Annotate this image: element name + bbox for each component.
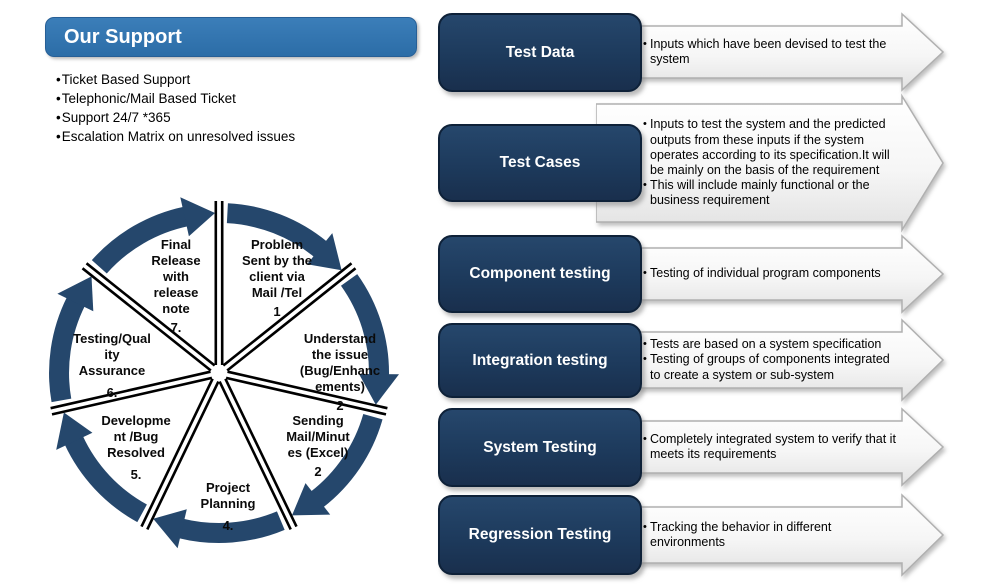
cycle-arrowhead-icon: [359, 374, 399, 405]
stage-box-label: Test Data: [505, 43, 575, 61]
arrow-text-integration-testing: Tests are based on a system specificatio…: [643, 332, 899, 388]
cycle-arc: [310, 413, 383, 508]
cycle-segment-label: Sending Mail/Minut es (Excel): [286, 413, 350, 460]
cycle-arrowhead-icon: [180, 197, 215, 237]
arrow-text-system-testing: Completely integrated system to verify t…: [643, 421, 899, 473]
cycle-segment-number: 2: [314, 464, 322, 479]
arrow-bullet: Testing of groups of components integrat…: [643, 352, 899, 382]
arrow-bullet: Completely integrated system to verify t…: [643, 432, 899, 462]
arrow-text-test-data: Inputs which have been devised to test t…: [643, 26, 899, 78]
cycle-segment-label: Problem Sent by the client via Mail /Tel: [241, 237, 313, 300]
cycle-segment-problem-sent: Problem Sent by the client via Mail /Tel…: [224, 237, 330, 319]
cycle-spoke-line: [140, 378, 214, 528]
cycle-spoke-line: [51, 376, 213, 416]
cycle-arc: [91, 206, 189, 274]
cycle-segment-label: Testing/Qual ity Assurance: [73, 331, 151, 378]
stage-box-system-testing: System Testing: [438, 408, 642, 487]
arrow-bullet: This will include mainly functional or t…: [643, 178, 899, 208]
cycle-arrowhead-icon: [56, 412, 93, 450]
cycle-segment-number: 1: [273, 304, 281, 319]
cycle-spoke-line: [226, 267, 357, 372]
arrow-bullet: Testing of individual program components: [643, 266, 899, 281]
cycle-arc: [178, 511, 285, 543]
support-bullet: Ticket Based Support: [56, 70, 416, 89]
cycle-segment-project-planning: Project Planning 4.: [176, 480, 280, 533]
stage-box-label: Component testing: [469, 265, 611, 282]
cycle-segment-understand-issue: Understand the issue (Bug/Enhanc ements)…: [278, 331, 402, 413]
stage-box-regression-testing: Regression Testing: [438, 495, 642, 575]
cycle-segment-development: Developme nt /Bug Resolved 5.: [80, 413, 192, 482]
cycle-arc: [64, 435, 148, 523]
cycle-spoke-line: [50, 370, 211, 410]
cycle-segment-number: 5.: [130, 467, 142, 482]
cycle-arrowhead-icon: [153, 509, 187, 549]
stage-box-label: Regression Testing: [468, 526, 612, 543]
cycle-diagram: [49, 197, 399, 549]
cycle-segment-testing-quality: Testing/Qual ity Assurance 6.: [52, 331, 172, 400]
support-bullet-list: Ticket Based Support Telephonic/Mail Bas…: [56, 70, 416, 146]
support-bullet: Support 24/7 *365: [56, 108, 416, 127]
cycle-arc: [49, 296, 86, 403]
cycle-arrowhead-icon: [57, 276, 94, 312]
arrow-bullet: Tests are based on a system specificatio…: [643, 337, 899, 352]
cycle-spoke-line: [218, 381, 292, 530]
cycle-arc: [226, 203, 328, 258]
arrow-text-test-cases: Inputs to test the system and the predic…: [643, 104, 899, 222]
cycle-segment-sending-mail: Sending Mail/Minut es (Excel) 2: [262, 413, 374, 479]
cycle-segment-label: Understand the issue (Bug/Enhanc ements): [299, 331, 381, 394]
arrow-bullet: Inputs to test the system and the predic…: [643, 117, 899, 178]
cycle-spoke-line: [81, 267, 212, 372]
cycle-spoke-line: [224, 378, 298, 528]
cycle-arrowhead-icon: [292, 483, 331, 516]
support-bullet: Telephonic/Mail Based Ticket: [56, 89, 416, 108]
stage-box-test-cases: Test Cases: [438, 124, 642, 202]
support-bullet: Escalation Matrix on unresolved issues: [56, 127, 416, 146]
cycle-arrowhead-icon: [307, 233, 342, 271]
cycle-spoke-line: [227, 370, 388, 410]
cycle-segment-final-release: Final Release with release note 7.: [126, 237, 226, 335]
cycle-segment-label: Project Planning: [200, 480, 256, 511]
cycle-spoke-line: [225, 376, 387, 416]
cycle-segment-label: Developme nt /Bug Resolved: [101, 413, 171, 460]
cycle-segment-number: 2: [336, 398, 344, 413]
stage-box-label: System Testing: [483, 438, 597, 456]
title-banner: Our Support: [45, 17, 417, 57]
cycle-spoke-line: [85, 262, 216, 367]
cycle-spoke-line: [146, 381, 220, 530]
stage-box-test-data: Test Data: [438, 13, 642, 92]
arrow-bullet: Inputs which have been devised to test t…: [643, 37, 899, 67]
arrow-text-regression-testing: Tracking the behavior in different envir…: [643, 507, 899, 563]
cycle-segment-number: 7.: [170, 320, 182, 335]
cycle-spoke-line: [222, 262, 353, 367]
cycle-segment-label: Final Release with release note: [151, 237, 201, 316]
arrow-text-component-testing: Testing of individual program components: [643, 248, 899, 300]
cycle-segment-number: 4.: [222, 518, 234, 533]
stage-box-label: Integration testing: [472, 351, 608, 369]
stage-box-component-testing: Component testing: [438, 235, 642, 313]
stage-box-integration-testing: Integration testing: [438, 323, 642, 398]
page-title: Our Support: [64, 25, 182, 48]
cycle-segment-number: 6.: [106, 385, 118, 400]
stage-box-label: Test Cases: [499, 154, 581, 171]
arrow-bullet: Tracking the behavior in different envir…: [643, 520, 899, 550]
cycle-arc: [340, 274, 390, 376]
